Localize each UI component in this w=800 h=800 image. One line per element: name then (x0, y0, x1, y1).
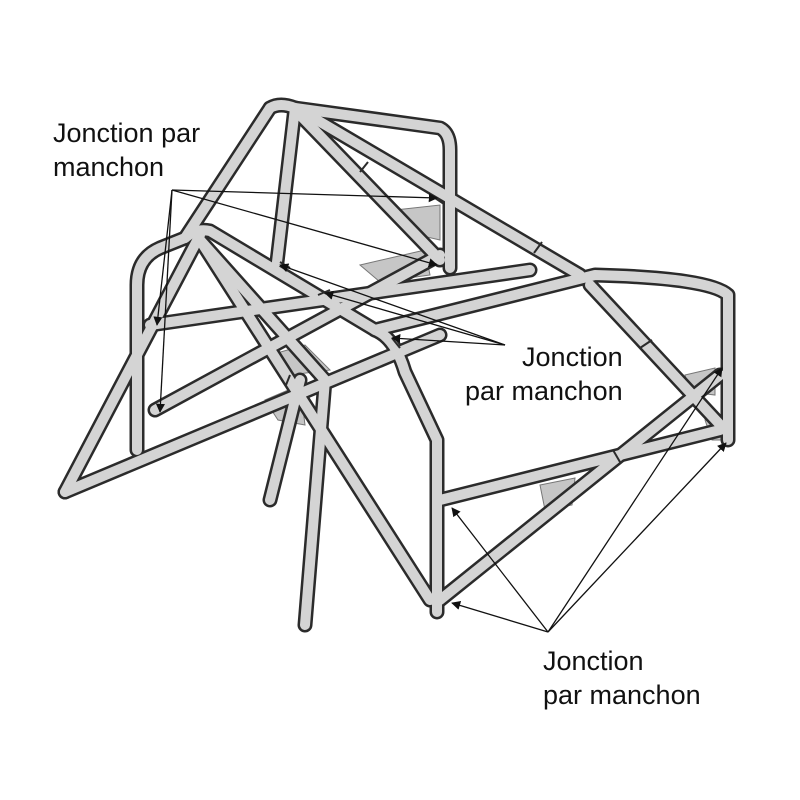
sleeve-joint (359, 161, 369, 173)
leader-line (547, 367, 723, 633)
leader-line (279, 263, 506, 346)
leader-line (171, 189, 438, 203)
leader-line (324, 290, 506, 346)
leader-line (171, 189, 438, 268)
leader-line (155, 189, 173, 413)
callout-middle-right: Jonction par manchon (465, 340, 623, 408)
callout-text: par manchon (543, 680, 701, 710)
sleeve-joint (285, 374, 291, 386)
leader-line (451, 601, 549, 633)
sleeve-joint (317, 289, 331, 296)
callout-text: Jonction (522, 342, 623, 372)
callout-text: Jonction (543, 646, 644, 676)
leader-lines (153, 189, 727, 633)
sleeve-joint (612, 449, 621, 463)
sleeve-joint (533, 241, 543, 254)
callout-top-left: Jonction par manchon (53, 116, 200, 184)
tube-fills (60, 100, 733, 630)
callout-text: par manchon (465, 376, 623, 406)
leader-line (153, 189, 173, 326)
callout-text: Jonction par (53, 118, 201, 148)
callout-bottom-right: Jonction par manchon (543, 644, 701, 712)
leader-line (547, 442, 727, 633)
leader-line (451, 507, 549, 633)
leader-line (391, 333, 506, 346)
sleeve-joint (639, 339, 653, 349)
callout-text: manchon (53, 152, 165, 182)
